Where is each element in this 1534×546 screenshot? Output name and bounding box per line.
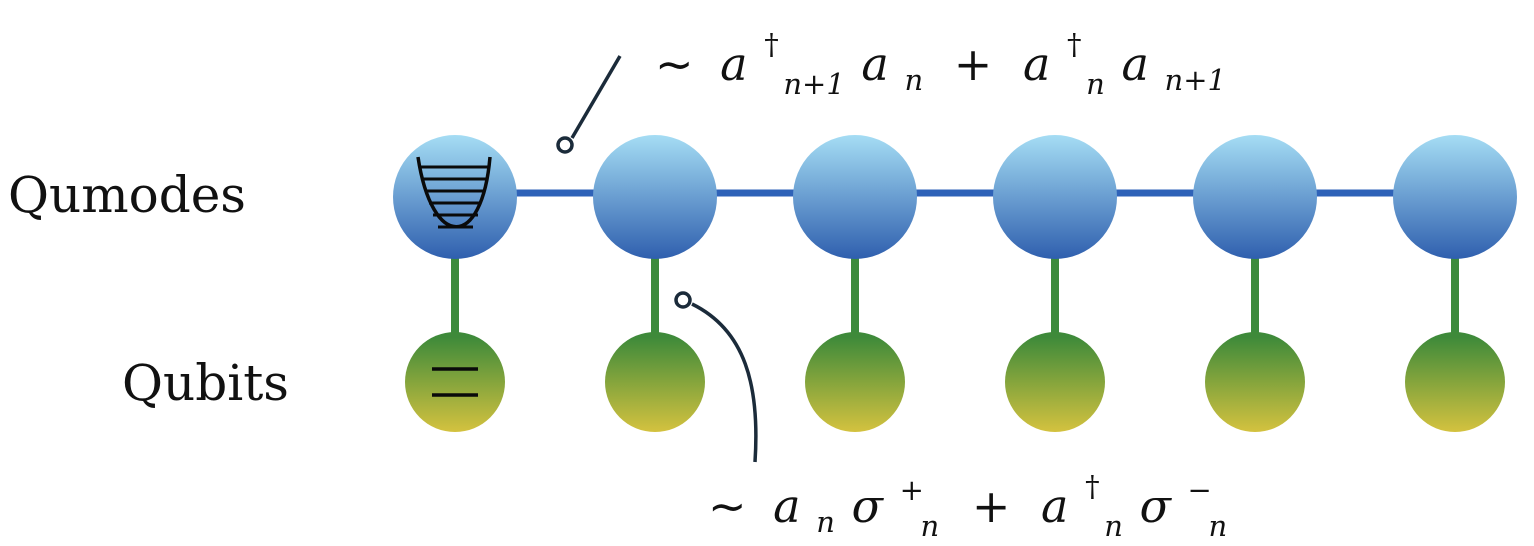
hopping-pointer bbox=[556, 55, 622, 154]
coupling-term: ∼ a n σ + n + a † n σ − n bbox=[708, 453, 1227, 546]
qumode-qubit-links bbox=[451, 251, 1459, 338]
qumodes-label: Qumodes bbox=[8, 166, 246, 224]
qubit-node bbox=[405, 332, 505, 432]
qubit-nodes bbox=[405, 332, 1505, 432]
qumode-node bbox=[1193, 135, 1317, 259]
harmonic-potential-icon bbox=[416, 156, 492, 229]
coupling-pointer bbox=[674, 291, 758, 463]
qubit-node bbox=[805, 332, 905, 432]
qumode-nodes bbox=[393, 135, 1517, 259]
qubit-node bbox=[1405, 332, 1505, 432]
qumode-node bbox=[793, 135, 917, 259]
qumode-node bbox=[393, 135, 517, 259]
qubit-node bbox=[605, 332, 705, 432]
qubits-label: Qubits bbox=[122, 354, 289, 412]
hopping-term: ∼ a † n+1 a n + a † n a n+1 bbox=[655, 11, 1226, 105]
qumode-node bbox=[593, 135, 717, 259]
qubit-node bbox=[1005, 332, 1105, 432]
qumode-node bbox=[993, 135, 1117, 259]
two-level-system-icon bbox=[432, 367, 478, 397]
qubit-node bbox=[1205, 332, 1305, 432]
qumode-node bbox=[1393, 135, 1517, 259]
